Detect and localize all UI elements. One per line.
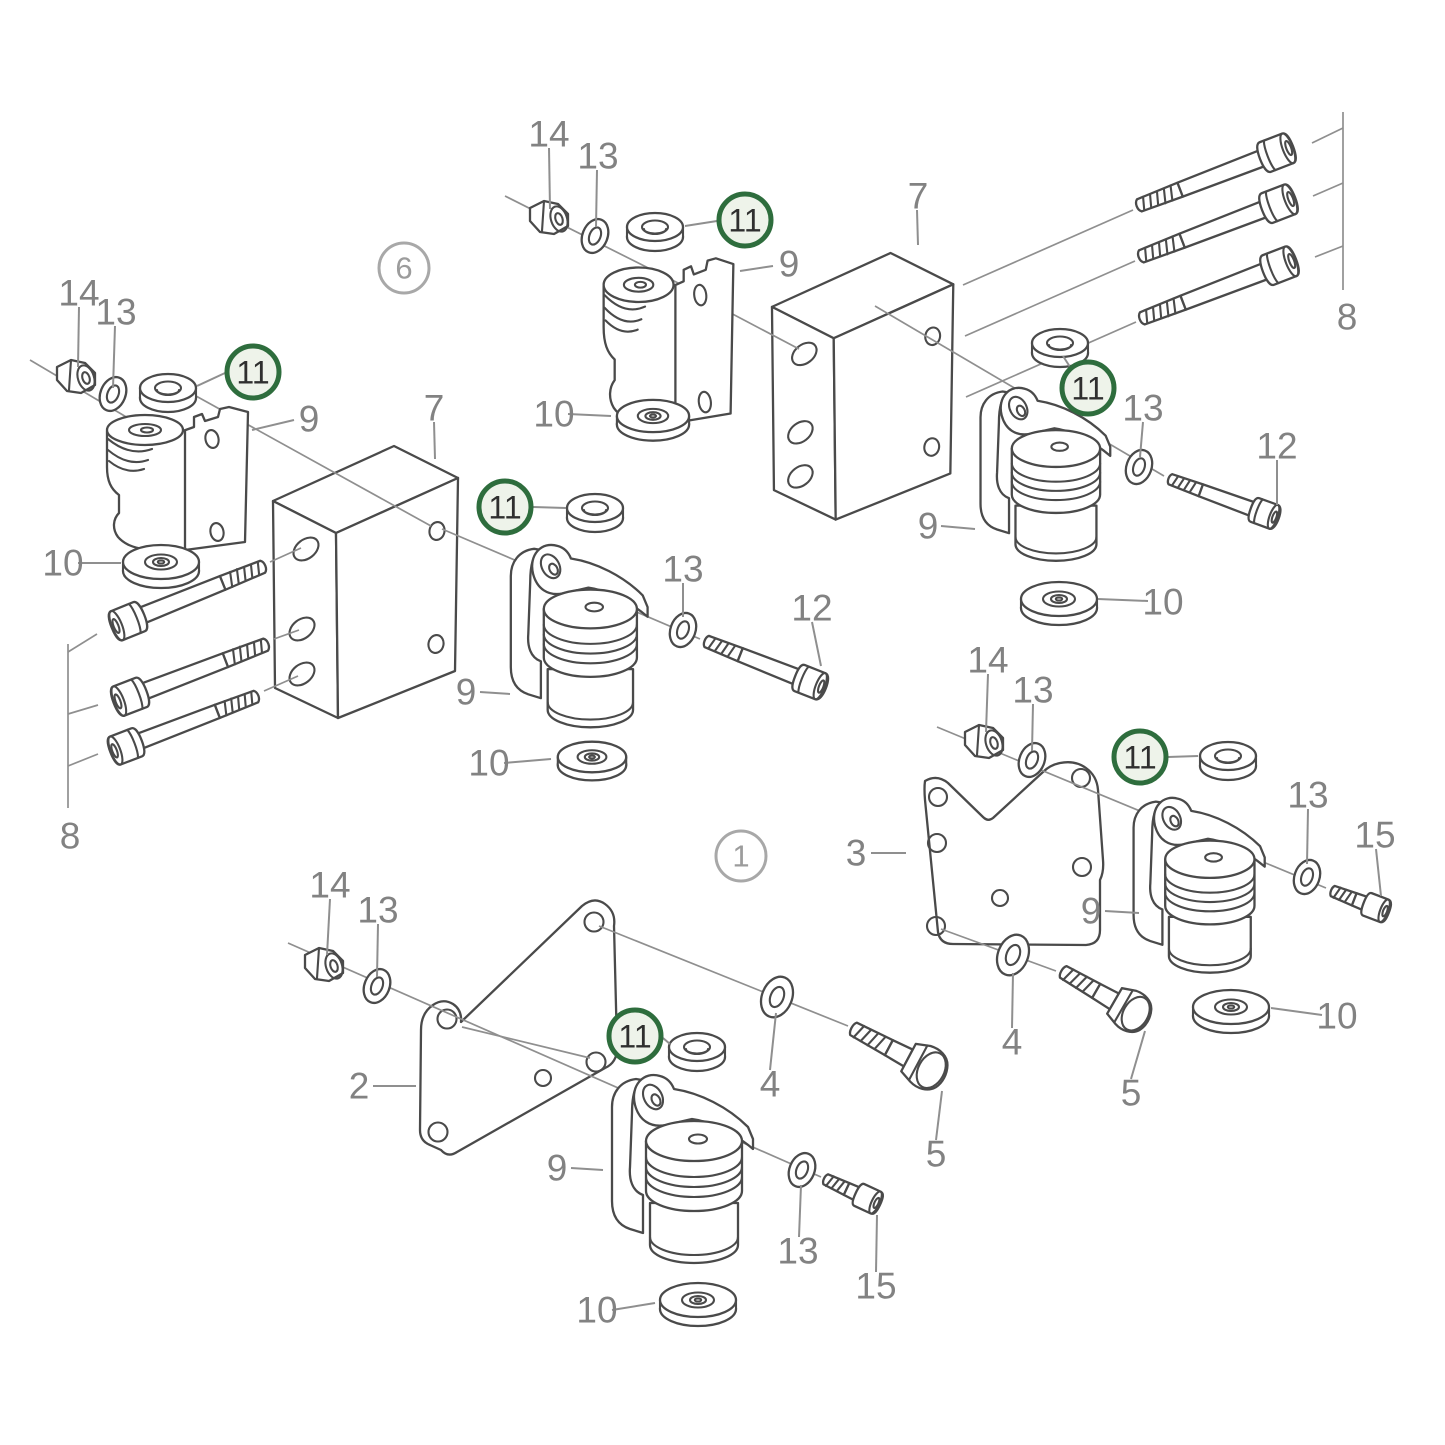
leader-line — [1168, 756, 1198, 757]
leader-line — [504, 759, 551, 763]
guide-line — [68, 754, 98, 766]
leader-line — [663, 1038, 670, 1044]
leader-line — [1105, 911, 1139, 913]
leader-line — [876, 1215, 877, 1272]
leader-line — [799, 1185, 801, 1237]
washer-11-highlighted — [1030, 327, 1090, 369]
washer-4 — [754, 970, 800, 1024]
washer-11-highlighted — [625, 211, 685, 253]
leader-line — [113, 326, 115, 388]
leader-line — [941, 526, 975, 529]
leader-line — [936, 1091, 942, 1140]
guide-line — [264, 676, 298, 691]
cap-screw-15 — [1325, 878, 1395, 925]
guide-line — [270, 548, 301, 562]
leader-line — [78, 307, 79, 367]
support-washer-10 — [121, 543, 201, 590]
guide-line — [1315, 246, 1343, 257]
bracket-plate-3 — [925, 762, 1104, 945]
leader-line — [1271, 1008, 1322, 1015]
hex-bolt-5 — [840, 1007, 956, 1098]
washer-11-highlighted — [138, 372, 198, 414]
leader-line — [377, 924, 378, 977]
leader-line — [596, 170, 597, 227]
leader-line — [1307, 809, 1308, 864]
leader-line — [480, 692, 510, 694]
washer-11-highlighted — [1198, 740, 1258, 782]
cap-screw-12 — [1163, 465, 1284, 532]
leader-line — [917, 210, 918, 245]
mounting-block-7 — [271, 444, 460, 720]
leader-line — [740, 266, 773, 271]
leader-line — [1140, 422, 1143, 457]
cap-screw-15 — [817, 1166, 887, 1217]
support-washer-10 — [1191, 988, 1271, 1035]
guide-line — [462, 1027, 590, 1058]
leader-lines — [78, 148, 1381, 1310]
leader-line — [327, 899, 330, 955]
bracket-plate-2 — [420, 900, 617, 1154]
leader-line — [571, 1168, 603, 1170]
support-washer-10 — [1019, 580, 1099, 627]
washer-13 — [1120, 445, 1158, 489]
leader-line — [685, 221, 717, 226]
leader-line — [770, 1013, 776, 1070]
support-washer-10 — [615, 398, 691, 442]
guide-line — [68, 705, 98, 714]
washer-13 — [575, 213, 615, 259]
cap-screw-12 — [698, 626, 833, 703]
guide-line — [1313, 183, 1343, 196]
leader-line — [549, 148, 550, 209]
rubber-mount-9 — [610, 1073, 755, 1265]
washer-11-highlighted — [667, 1031, 727, 1073]
rubber-mount-9 — [1132, 796, 1266, 974]
guide-line — [274, 630, 299, 639]
leader-line — [812, 622, 821, 666]
hex-bolt-5 — [1050, 951, 1160, 1040]
guide-line — [1312, 128, 1343, 143]
leader-line — [1012, 973, 1013, 1028]
leader-line — [568, 414, 611, 416]
leader-line — [1098, 599, 1148, 601]
leader-line — [533, 507, 566, 508]
support-washer-10 — [658, 1281, 738, 1328]
guide-line — [68, 634, 97, 652]
washer-13 — [782, 1147, 822, 1193]
support-washer-10 — [556, 740, 628, 782]
leader-line — [986, 674, 988, 732]
washer-11-highlighted — [565, 492, 625, 534]
rubber-mount-9 — [602, 256, 735, 425]
leader-line — [1376, 849, 1381, 896]
guide-line — [963, 210, 1133, 285]
leader-line — [612, 1303, 655, 1310]
leader-line — [434, 422, 435, 459]
leader-line — [252, 420, 294, 430]
guide-line — [965, 261, 1135, 336]
rubber-mount-9 — [105, 405, 250, 552]
rubber-mount-9 — [979, 386, 1112, 562]
leader-line — [1131, 1031, 1145, 1079]
leader-line — [197, 373, 225, 386]
guide-line — [599, 926, 848, 1026]
lock-nut-14 — [303, 946, 347, 983]
mounting-block-7 — [770, 251, 955, 521]
leader-line — [1032, 704, 1033, 751]
rubber-mount-9 — [509, 543, 649, 729]
